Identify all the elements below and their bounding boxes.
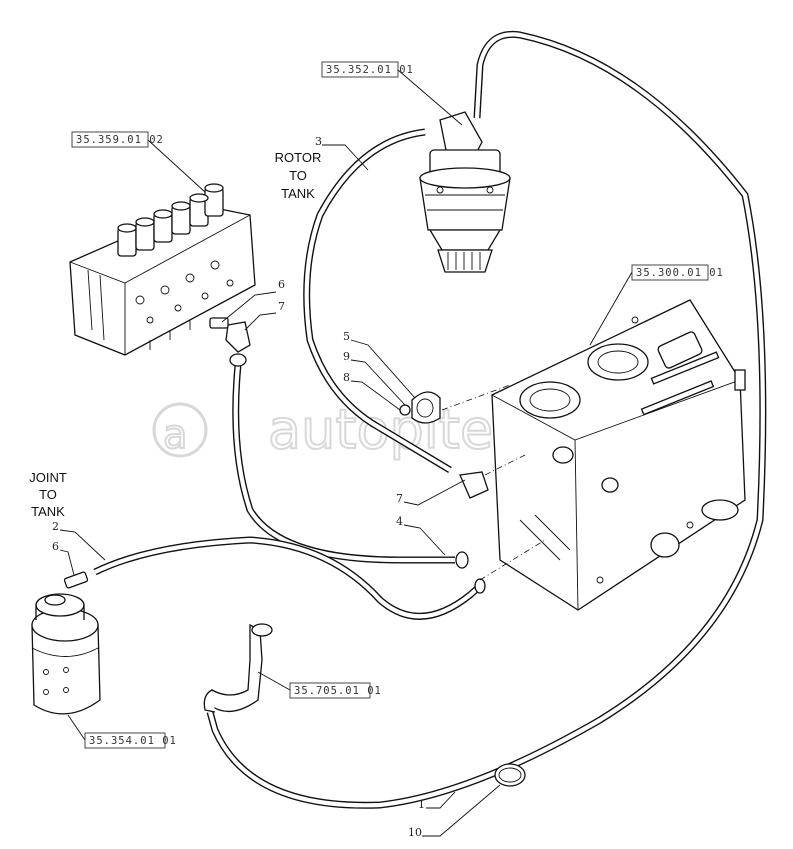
svg-text:1: 1: [418, 798, 425, 811]
ref-rotary-joint-label: 35.354.01 01: [89, 735, 177, 747]
svg-text:ROTOR: ROTOR: [275, 150, 322, 165]
svg-text:2: 2: [52, 520, 59, 533]
svg-text:TO: TO: [289, 168, 307, 183]
ref-control-valve: 35.359.01 02: [71, 131, 206, 193]
hose-4: [232, 364, 455, 564]
ref-line-705-label: 35.705.01 01: [294, 685, 382, 697]
heading-joint-to-tank: JOINT TO TANK: [29, 470, 67, 519]
callout-5: 5: [343, 330, 416, 399]
svg-text:8: 8: [343, 371, 350, 384]
ref-line-705: 35.705.01 01: [257, 671, 382, 699]
heading-rotor-to-tank: ROTOR TO TANK: [275, 150, 322, 201]
clamp-bracket: [399, 391, 441, 424]
callout-2: 2: [52, 520, 106, 561]
callout-7-tank: 7: [396, 479, 466, 506]
svg-text:TANK: TANK: [281, 186, 315, 201]
svg-text:5: 5: [343, 330, 350, 343]
swing-motor: [419, 111, 511, 273]
rotary-joint: [31, 593, 101, 715]
callout-6-joint: 6: [52, 540, 75, 576]
ref-tank: 35.300.01 01: [589, 264, 724, 346]
control-valve: [69, 183, 256, 356]
svg-text:a: a: [163, 412, 188, 458]
ref-swing-motor: 35.352.01 01: [321, 61, 463, 126]
ref-tank-label: 35.300.01 01: [636, 267, 724, 279]
ref-swing-motor-label: 35.352.01 01: [326, 64, 414, 76]
fitting-elbow-7-top: [209, 317, 251, 367]
svg-text:4: 4: [396, 515, 403, 528]
hose-3-rotor-to-tank: [303, 128, 452, 474]
svg-text:TO: TO: [39, 487, 57, 502]
o-ring-10: [494, 763, 526, 787]
svg-text:6: 6: [278, 278, 285, 291]
svg-text:7: 7: [278, 300, 285, 313]
svg-text:9: 9: [343, 350, 350, 363]
ref-rotary-joint: 35.354.01 01: [67, 714, 177, 749]
callout-1: 1: [418, 791, 456, 811]
callout-4: 4: [396, 515, 446, 556]
svg-text:7: 7: [396, 492, 403, 505]
svg-text:10: 10: [408, 826, 422, 839]
svg-text:6: 6: [52, 540, 59, 553]
fitting-6-joint: [63, 571, 89, 589]
svg-text:3: 3: [315, 135, 322, 148]
callout-7-top: 7: [244, 300, 285, 331]
hose-1-long-return: [206, 30, 767, 809]
hydraulic-tank: [491, 299, 746, 611]
callout-10: 10: [408, 784, 501, 839]
hose-2-joint-to-tank: [93, 536, 481, 620]
ref-control-valve-label: 35.359.01 02: [76, 134, 164, 146]
callout-9: 9: [343, 350, 406, 406]
pipe-35-705: [203, 623, 273, 713]
callout-3: 3: [315, 135, 369, 171]
callout-8: 8: [343, 371, 401, 411]
svg-text:TANK: TANK: [31, 504, 65, 519]
svg-text:JOINT: JOINT: [29, 470, 67, 485]
fitting-tank-port: [455, 551, 486, 594]
callout-6-top: 6: [221, 278, 285, 323]
fitting-elbow-7-tank: [459, 471, 489, 499]
